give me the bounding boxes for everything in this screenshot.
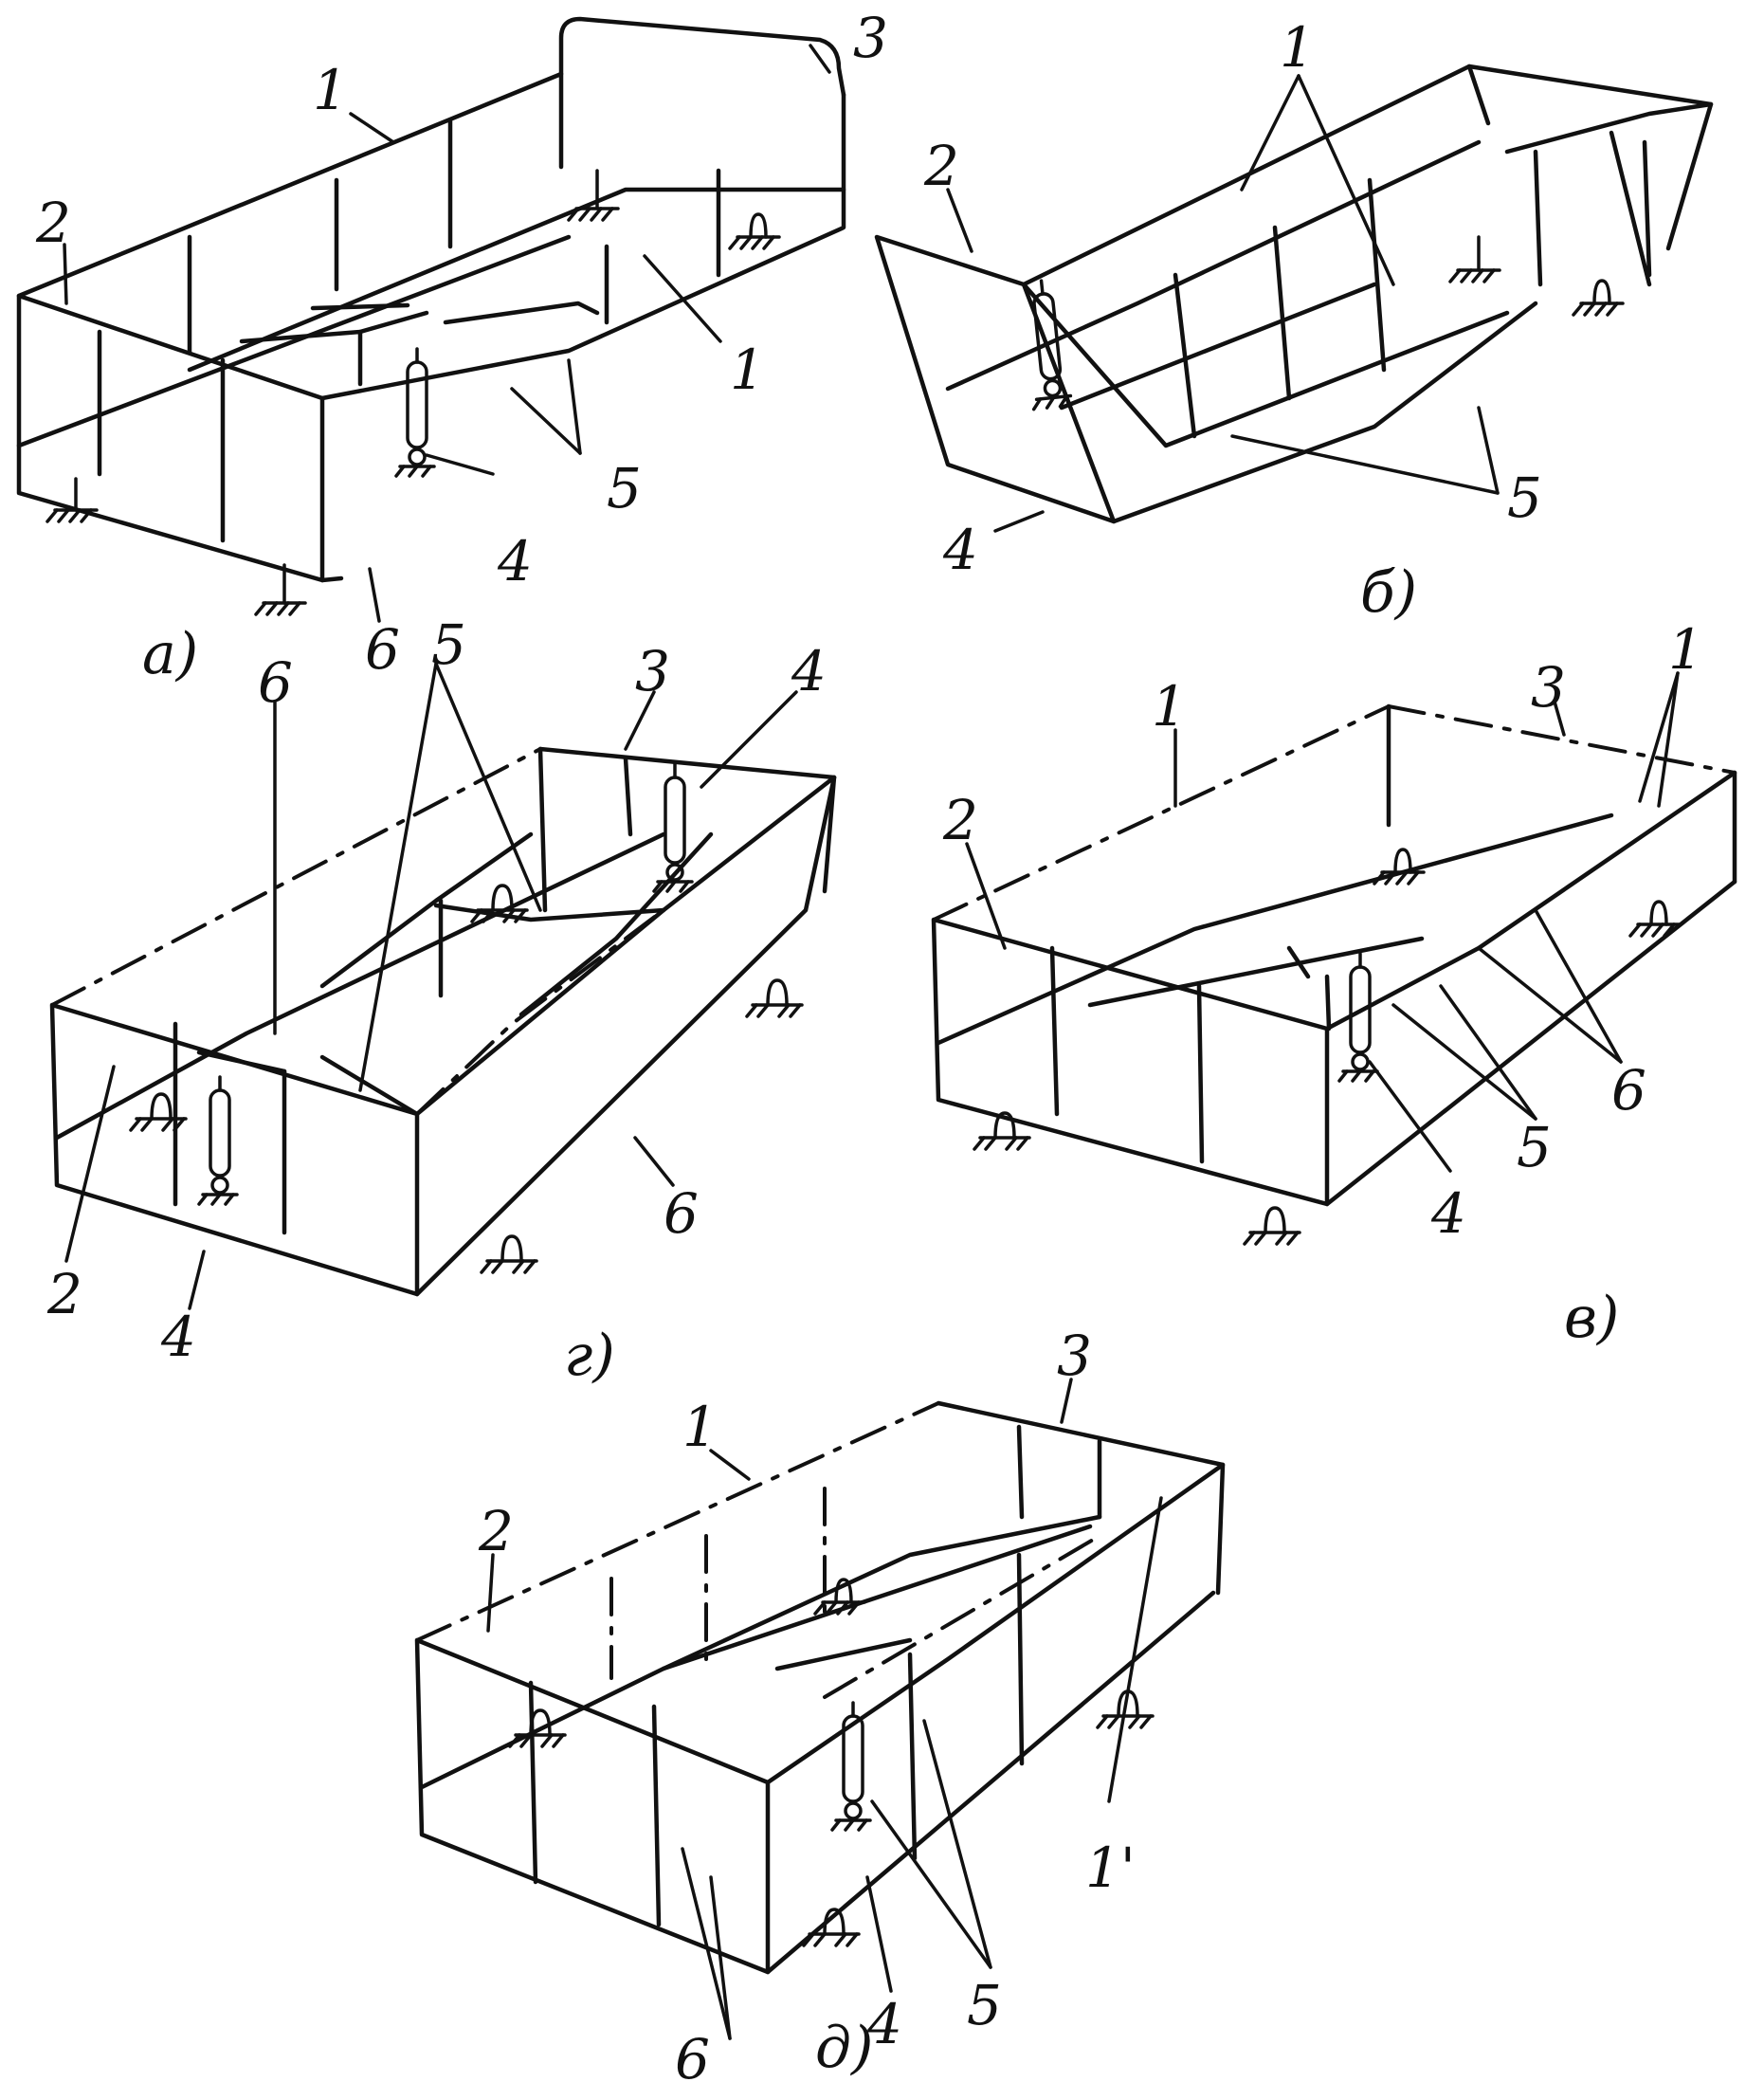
label-6-g-bottom: 6 bbox=[664, 1181, 699, 1246]
label-3-g: 3 bbox=[635, 639, 670, 703]
label-1-v-right: 1 bbox=[1668, 617, 1703, 682]
label-6-a: 6 bbox=[365, 617, 400, 682]
panel-d: 1 2 3 1' 5 4 6 д) bbox=[414, 1324, 1226, 2082]
label-5-g: 5 bbox=[431, 612, 466, 677]
panel-b: 1 2 5 4 б) bbox=[874, 15, 1714, 626]
panel-g: 6 5 3 4 2 4 6 г) bbox=[46, 612, 837, 1389]
label-3-v: 3 bbox=[1531, 655, 1566, 720]
label-5-a: 5 bbox=[607, 456, 642, 520]
caption-g: г) bbox=[564, 1323, 615, 1389]
label-1prime-d: 1' bbox=[1085, 1835, 1136, 1900]
caption-d: д) bbox=[815, 2015, 873, 2081]
label-4-b: 4 bbox=[942, 518, 978, 582]
caption-a: а) bbox=[142, 621, 198, 687]
caption-b: б) bbox=[1360, 559, 1417, 626]
panel-a: 1 2 3 1 5 4 6 а) bbox=[16, 6, 888, 687]
label-5-d: 5 bbox=[967, 1973, 1002, 2037]
label-3-d: 3 bbox=[1057, 1324, 1092, 1388]
label-5-v: 5 bbox=[1517, 1115, 1552, 1179]
label-1-b: 1 bbox=[1280, 15, 1315, 80]
label-6-g-top: 6 bbox=[258, 650, 293, 715]
label-1-d: 1 bbox=[682, 1395, 718, 1459]
label-1-a-top: 1 bbox=[313, 58, 348, 122]
label-4-v: 4 bbox=[1430, 1181, 1466, 1246]
label-4-d: 4 bbox=[866, 1992, 902, 2056]
label-2-a: 2 bbox=[35, 191, 71, 255]
label-2-g: 2 bbox=[46, 1262, 82, 1326]
label-6-d: 6 bbox=[675, 2027, 710, 2082]
label-4-a: 4 bbox=[497, 529, 533, 594]
label-4-g-left: 4 bbox=[160, 1305, 196, 1369]
label-1-v-left: 1 bbox=[1152, 674, 1187, 739]
label-2-d: 2 bbox=[478, 1499, 514, 1563]
label-2-b: 2 bbox=[923, 134, 959, 198]
label-6-v: 6 bbox=[1611, 1058, 1646, 1123]
label-2-v: 2 bbox=[942, 788, 978, 852]
label-1-a-right: 1 bbox=[730, 338, 765, 402]
panel-v: 1 3 1 2 6 5 4 в) bbox=[931, 617, 1737, 1351]
caption-v: в) bbox=[1564, 1285, 1619, 1351]
label-5-b: 5 bbox=[1507, 466, 1542, 530]
label-4-g-right: 4 bbox=[791, 639, 827, 703]
label-3-a: 3 bbox=[853, 6, 888, 70]
